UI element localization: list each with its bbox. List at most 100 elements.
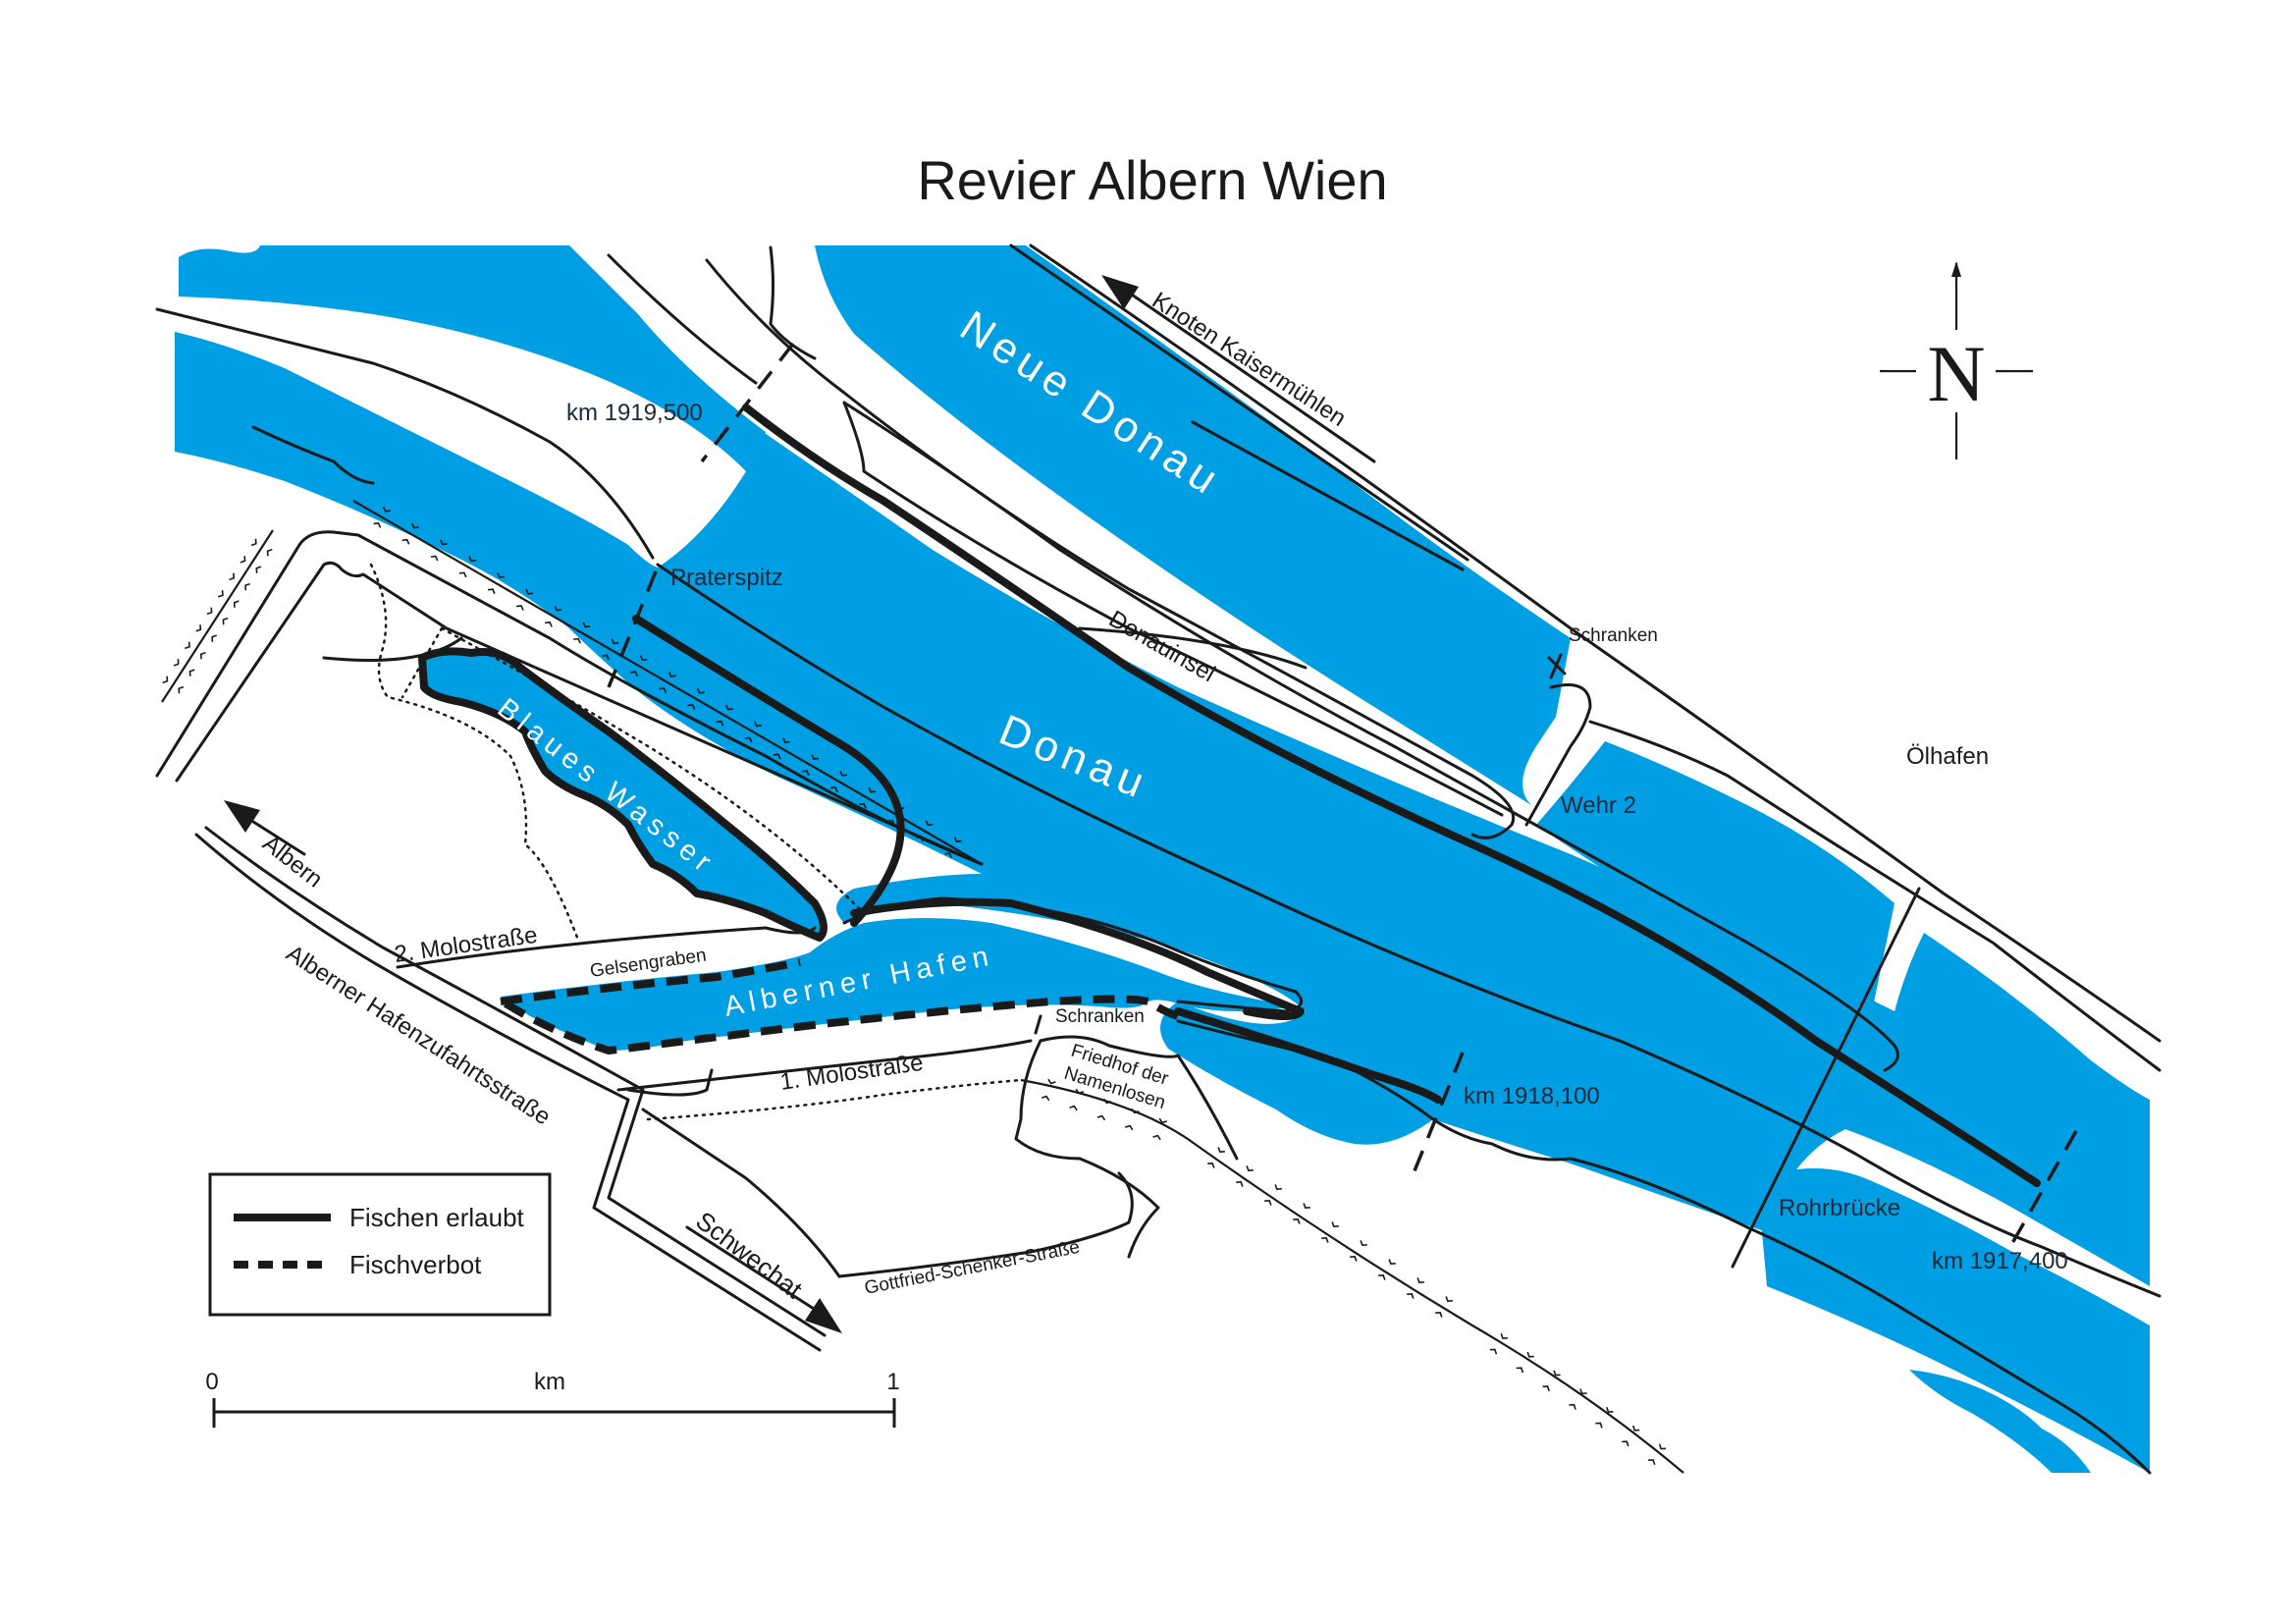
railway-tick: [250, 538, 257, 547]
railway-tick: [1041, 1095, 1050, 1102]
railway-tick: [1158, 1117, 1168, 1124]
scale-start-label: 0: [205, 1369, 218, 1395]
railway-tick: [1542, 1385, 1550, 1391]
barrier-icon: [1034, 1014, 1042, 1035]
railway-tick: [1246, 1165, 1254, 1171]
legend-box: [208, 1172, 552, 1317]
railway-tick: [1595, 1422, 1603, 1429]
railway-tick: [554, 605, 562, 612]
railway-tick: [868, 786, 877, 793]
label-oelhafen: Ölhafen: [1906, 743, 1989, 770]
railway-tick: [244, 582, 250, 591]
scale-unit-label: km: [534, 1369, 565, 1395]
railway-tick: [1516, 1367, 1524, 1374]
railway-tick: [468, 556, 476, 563]
label-molostrasse-2: 2. Molostraße: [393, 922, 539, 968]
label-molostrasse-1: 1. Molostraße: [778, 1050, 925, 1096]
railway-tick: [916, 836, 925, 842]
railway-tick: [630, 671, 639, 677]
label-km-1919500: km 1919,500: [566, 400, 703, 426]
railway-tick: [1069, 1105, 1078, 1111]
railway-tick: [611, 638, 619, 645]
railway-tick: [953, 837, 962, 842]
label-praterspitz: Praterspitz: [670, 565, 783, 591]
scale-bar: 0 km 1: [205, 1369, 900, 1428]
north-label: N: [1927, 329, 1985, 418]
railway-tick: [1407, 1293, 1415, 1299]
railway-tick: [1388, 1259, 1396, 1265]
railway-tick: [211, 634, 218, 642]
arrow-head-icon: [805, 1298, 842, 1333]
wehr-2-basin: [1536, 741, 1895, 1021]
railway-tick: [440, 539, 448, 546]
railway-tick: [229, 572, 236, 581]
railway-tick: [1331, 1221, 1339, 1227]
roads-layer: [155, 243, 2162, 1475]
railway-tick: [1152, 1134, 1161, 1141]
legend-label-allowed: Fischen erlaubt: [349, 1203, 525, 1232]
fishing-allowed-lines: [418, 404, 2041, 1187]
railway-tick: [1631, 1425, 1640, 1432]
railway-tick: [515, 605, 524, 611]
railway-tick: [1500, 1333, 1508, 1339]
railway-tick: [716, 720, 724, 727]
railway-tick: [1445, 1296, 1453, 1302]
railway-tick: [233, 600, 240, 608]
railway-tick: [1553, 1370, 1561, 1377]
railway-tick: [1489, 1348, 1498, 1355]
ban-harbor-south: [503, 995, 1180, 1055]
railway-tick: [217, 590, 224, 598]
railway-tick: [859, 802, 867, 809]
donau-main-channel: [175, 324, 2150, 1286]
blaues-wasser: [422, 651, 824, 938]
neue-donau-downstream: [1885, 933, 2150, 1227]
railway-tick: [401, 538, 410, 545]
railway-tick: [195, 624, 202, 632]
railway-tick: [525, 588, 534, 595]
railway-tick: [724, 704, 733, 711]
allowed-blaues-wasser-shore: [418, 647, 828, 942]
railway-tick: [754, 721, 762, 728]
allowed-bank-south: [632, 615, 905, 927]
railway-tick: [1217, 1147, 1225, 1153]
railway-tick: [497, 572, 506, 578]
railway-tick: [667, 672, 676, 677]
label-wehr-2: Wehr 2: [1561, 792, 1636, 819]
label-gottfried-schenker-strasse: Gottfried-Schenker-Straße: [863, 1237, 1082, 1299]
direction-arrows: [224, 275, 1376, 1333]
railway-tick: [458, 571, 467, 578]
railway-tick: [162, 676, 169, 684]
railway-tick: [801, 770, 810, 777]
railway-tick: [1526, 1351, 1534, 1358]
railway-tick: [687, 704, 696, 710]
label-rohrbruecke: Rohrbrücke: [1779, 1195, 1900, 1221]
railway-tick: [1124, 1124, 1134, 1131]
railway-tick: [1435, 1312, 1443, 1318]
railway-tick: [1131, 1108, 1140, 1114]
railway-tick: [1350, 1256, 1358, 1262]
railway-tick: [185, 641, 190, 650]
alberner-hafen: [501, 918, 1296, 1051]
railway-tick: [1579, 1388, 1587, 1395]
albern-arrow-line: [248, 818, 306, 856]
railway-tick: [206, 607, 213, 616]
railway-tick: [173, 659, 180, 667]
north-arrow-icon: N: [1880, 261, 2033, 460]
railway-tick: [1207, 1163, 1215, 1168]
scale-end-label: 1: [886, 1369, 899, 1395]
railway-tick: [1102, 1098, 1112, 1105]
allowed-bank-north: [742, 404, 2041, 1187]
railway-tick: [839, 770, 848, 777]
railway-tick: [1096, 1114, 1106, 1121]
railway-tick: [545, 621, 553, 627]
map-title: Revier Albern Wien: [917, 149, 1387, 211]
railway-tick: [178, 685, 185, 694]
railway-tick: [1378, 1274, 1386, 1280]
label-albern: Albern: [257, 830, 327, 893]
railway-tick: [1321, 1237, 1329, 1243]
railway-tick: [373, 522, 382, 528]
railway-tick: [887, 819, 895, 826]
railway-tick: [430, 555, 439, 562]
railway-tick: [829, 786, 838, 792]
